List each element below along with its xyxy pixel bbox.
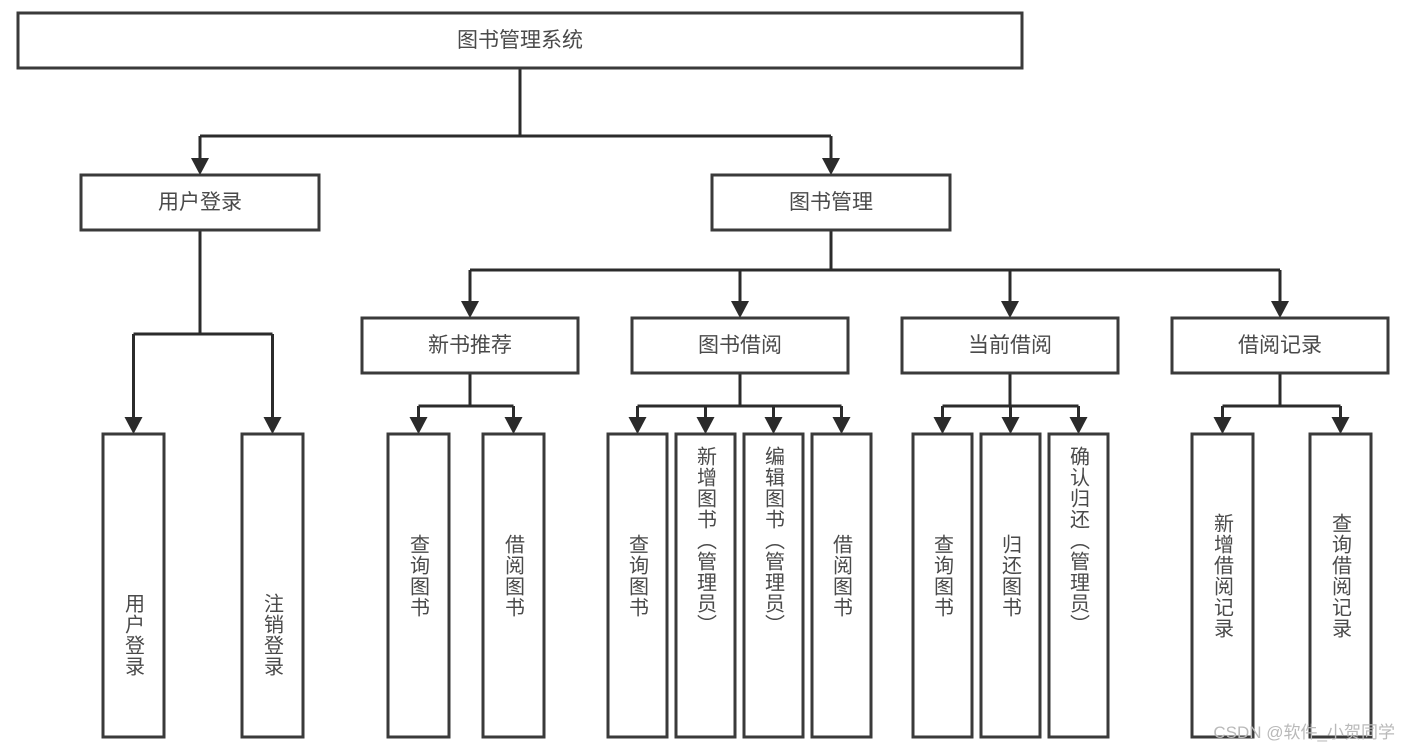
edge-group-l2-record (1213, 373, 1350, 434)
node-l2-current[interactable]: 当前借阅 (900, 316, 1120, 375)
node-label: 用户登录 (158, 191, 242, 214)
node-box (360, 316, 580, 375)
arrowhead-icon (1069, 417, 1088, 434)
watermark: CSDN @软件_小贺同学 (1213, 723, 1395, 742)
node-box (101, 432, 166, 739)
arrowhead-icon (1331, 417, 1350, 434)
node-box (386, 432, 451, 739)
node-l3-b2[interactable] (481, 432, 546, 739)
arrowhead-icon (696, 417, 715, 434)
node-label: 新书推荐 (428, 334, 512, 357)
node-l2-record[interactable]: 借阅记录 (1170, 316, 1390, 375)
node-l3-c1[interactable] (606, 432, 669, 739)
node-box (630, 316, 850, 375)
arrowhead-icon (628, 417, 647, 434)
edge-group-l2-current (933, 373, 1088, 434)
node-box (16, 11, 1024, 70)
node-box (742, 432, 805, 739)
node-label: 图书管理系统 (457, 29, 583, 52)
node-box (1170, 316, 1390, 375)
node-l1-login[interactable]: 用户登录 (79, 173, 321, 232)
node-box (79, 173, 321, 232)
node-box (911, 432, 974, 739)
node-l3-c2[interactable] (674, 432, 737, 739)
arrowhead-icon (731, 301, 749, 318)
arrowhead-icon (1001, 301, 1019, 318)
node-box (900, 316, 1120, 375)
connector-layer (124, 68, 1350, 434)
node-l2-new[interactable]: 新书推荐 (360, 316, 580, 375)
arrowhead-icon (933, 417, 952, 434)
node-box (1047, 432, 1110, 739)
edge-group-l1-login (124, 230, 282, 434)
arrowhead-icon (832, 417, 851, 434)
arrowhead-icon (461, 301, 479, 318)
node-box (979, 432, 1042, 739)
node-l3-c4[interactable] (810, 432, 873, 739)
node-box (810, 432, 873, 739)
arrowhead-icon (409, 417, 428, 434)
node-l3-a2[interactable] (240, 432, 305, 739)
arrowhead-icon (764, 417, 783, 434)
edge-group-l2-new (409, 373, 523, 434)
node-box (606, 432, 669, 739)
node-l3-d1[interactable] (911, 432, 974, 739)
node-root[interactable]: 图书管理系统 (16, 11, 1024, 70)
arrowhead-icon (1271, 301, 1289, 318)
node-label: 图书借阅 (698, 334, 782, 357)
node-l1-book[interactable]: 图书管理 (710, 173, 952, 232)
node-box (1190, 432, 1255, 739)
node-box (674, 432, 737, 739)
node-label: 当前借阅 (968, 334, 1052, 357)
arrowhead-icon (1001, 417, 1020, 434)
node-box (240, 432, 305, 739)
arrowhead-icon (504, 417, 523, 434)
edge-group-l2-borrow (628, 373, 851, 434)
node-box (710, 173, 952, 232)
node-l3-c3[interactable] (742, 432, 805, 739)
node-label: 借阅记录 (1238, 334, 1322, 357)
node-l3-d3[interactable] (1047, 432, 1110, 739)
arrowhead-icon (1213, 417, 1232, 434)
arrowhead-icon (124, 417, 143, 434)
node-l3-a1[interactable] (101, 432, 166, 739)
node-l2-borrow[interactable]: 图书借阅 (630, 316, 850, 375)
arrowhead-icon (822, 158, 840, 175)
arrowhead-icon (263, 417, 282, 434)
node-l3-e1[interactable] (1190, 432, 1255, 739)
arrowhead-icon (191, 158, 209, 175)
node-label: 图书管理 (789, 191, 873, 214)
node-box (481, 432, 546, 739)
node-l3-d2[interactable] (979, 432, 1042, 739)
node-box (1308, 432, 1373, 739)
edge-group-l1-book (461, 230, 1289, 318)
node-l3-e2[interactable] (1308, 432, 1373, 739)
node-l3-b1[interactable] (386, 432, 451, 739)
edge-group-root (191, 68, 840, 175)
